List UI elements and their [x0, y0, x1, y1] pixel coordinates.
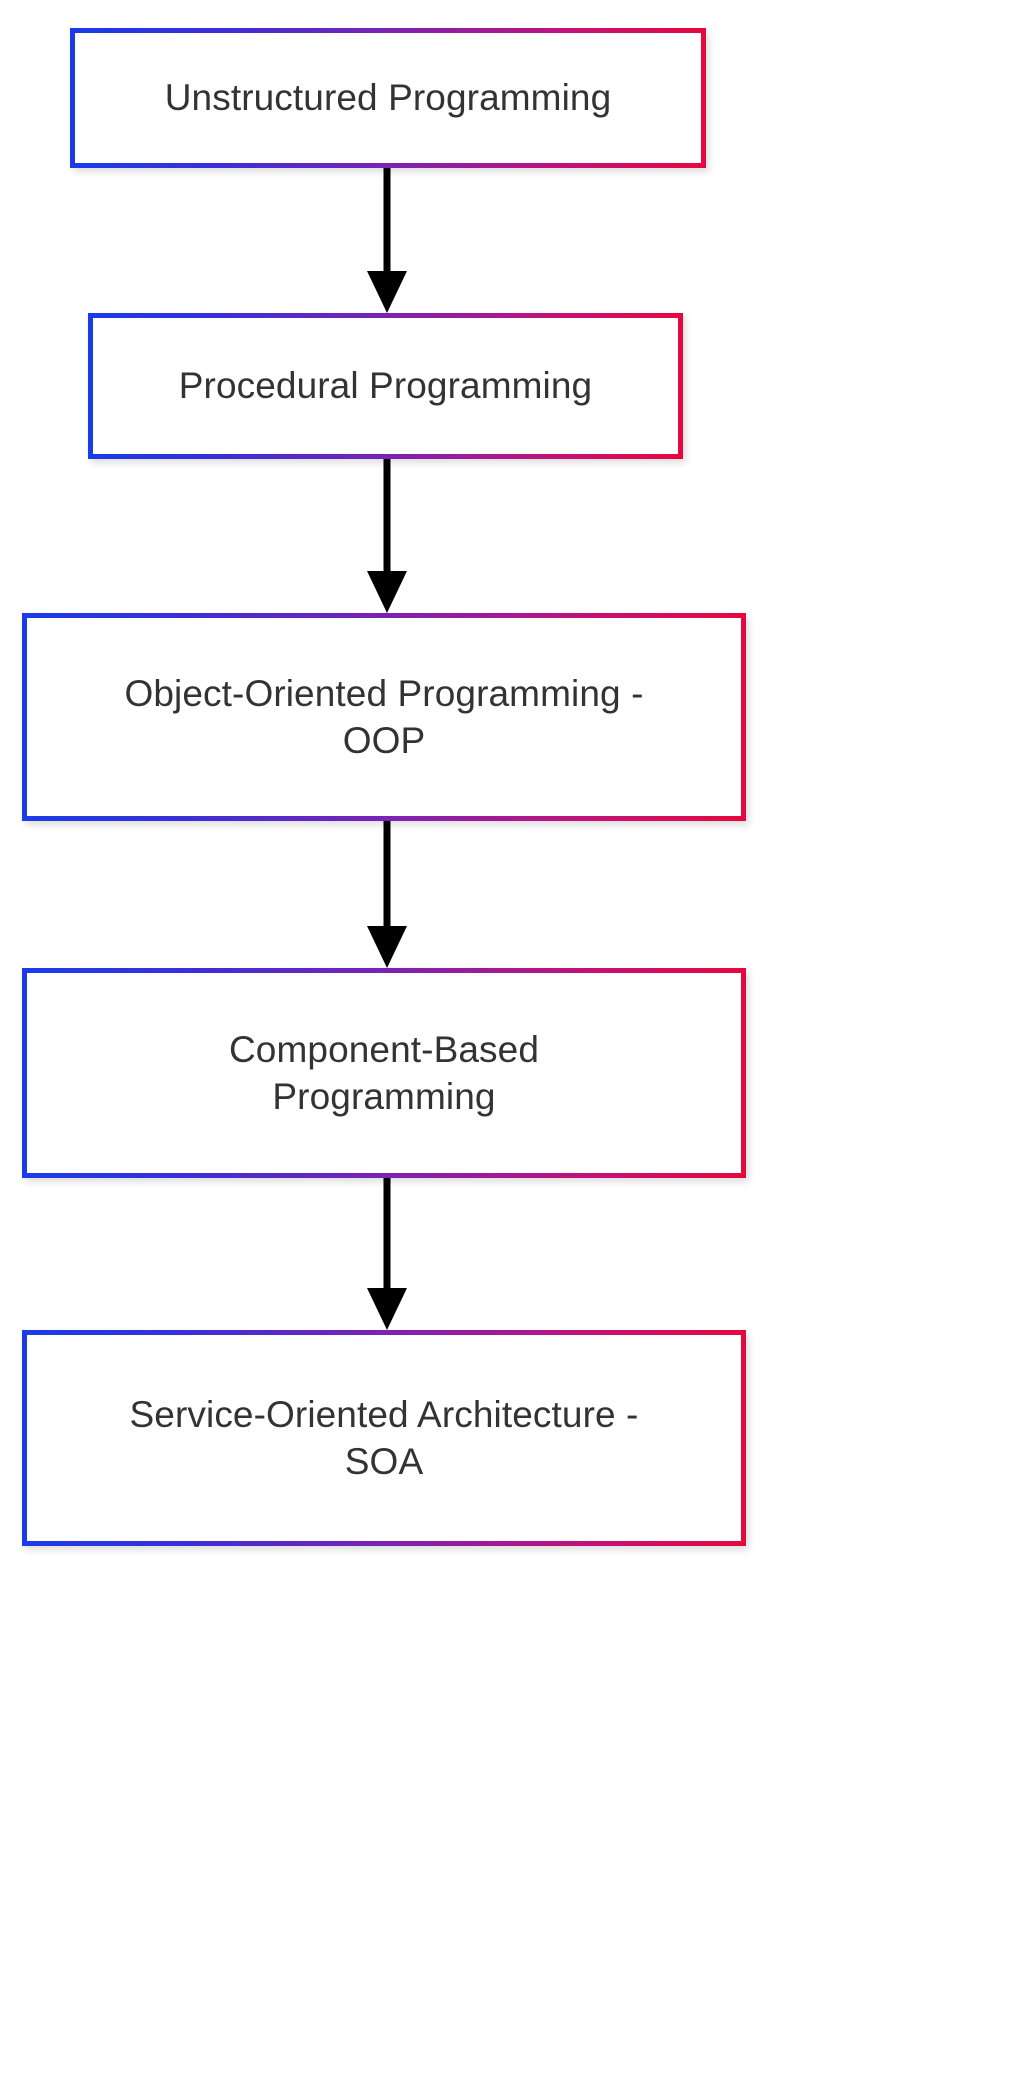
edge-procedural-to-oop: [367, 459, 407, 613]
node-service-oriented-architecture[interactable]: Service-Oriented Architecture - SOA: [22, 1330, 746, 1546]
node-unstructured-programming[interactable]: Unstructured Programming: [70, 28, 706, 168]
node-component-based-programming[interactable]: Component-Based Programming: [22, 968, 746, 1178]
node-label: Unstructured Programming: [164, 77, 612, 119]
node-label: Component-Based Programming: [228, 1028, 540, 1117]
node-label: Service-Oriented Architecture - SOA: [129, 1393, 639, 1482]
edge-component-based-to-soa: [367, 1178, 407, 1330]
edge-oop-to-component-based: [367, 821, 407, 968]
edge-unstructured-to-procedural: [367, 168, 407, 313]
node-procedural-programming[interactable]: Procedural Programming: [88, 313, 683, 459]
node-label: Procedural Programming: [178, 365, 593, 407]
node-object-oriented-programming[interactable]: Object-Oriented Programming - OOP: [22, 613, 746, 821]
node-label: Object-Oriented Programming - OOP: [124, 672, 644, 761]
